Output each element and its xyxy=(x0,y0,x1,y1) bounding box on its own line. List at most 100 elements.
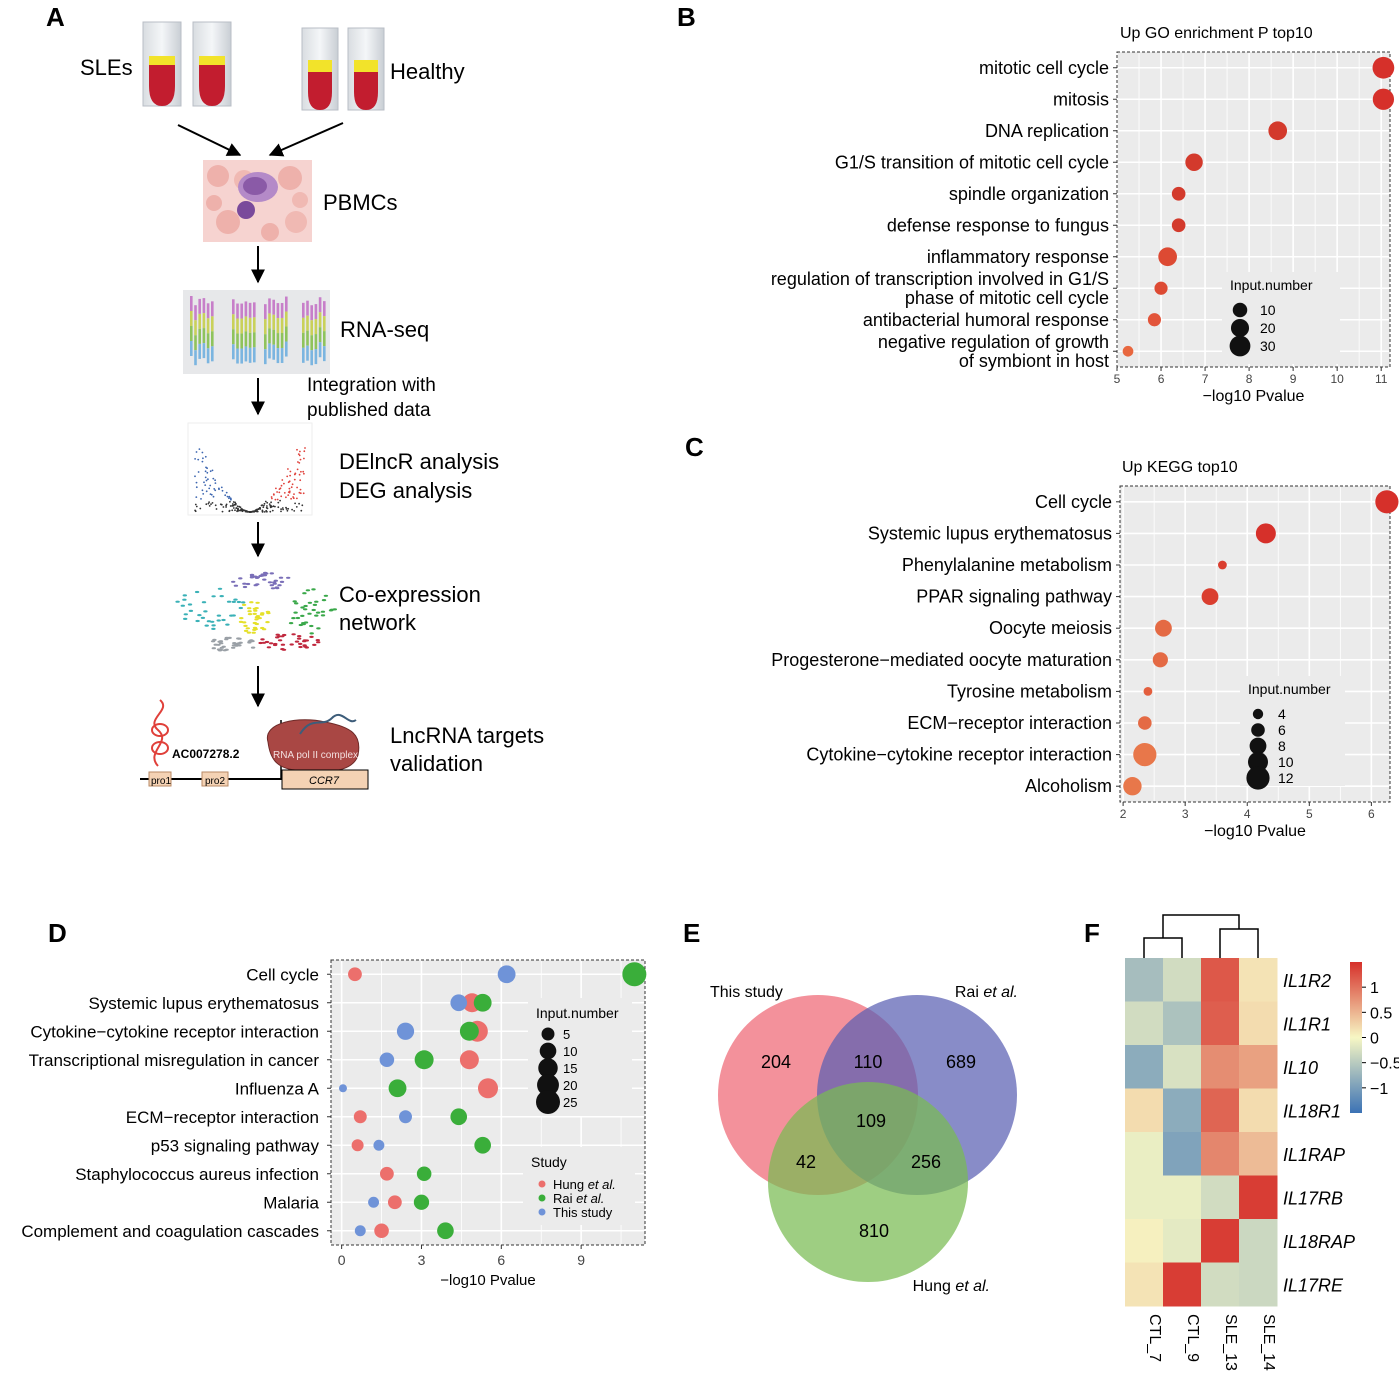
data-point xyxy=(1133,743,1157,767)
seq-read-bar xyxy=(248,347,252,363)
legend-title: Input.number xyxy=(536,1005,619,1021)
volcano-point xyxy=(195,496,198,498)
network-node xyxy=(264,640,270,644)
volcano-point xyxy=(296,486,298,489)
network-node xyxy=(320,610,326,613)
x-tick-label: 11 xyxy=(1375,372,1388,386)
volcano-point xyxy=(210,503,212,505)
network-node xyxy=(218,648,224,652)
seq-read-bar xyxy=(198,343,201,359)
heatmap-cell xyxy=(1163,1132,1202,1176)
seq-read-bar xyxy=(244,331,248,347)
volcano-plot-image xyxy=(187,422,313,516)
heatmap-row-label: IL1R1 xyxy=(1283,1014,1331,1034)
y-tick-label: Influenza A xyxy=(235,1079,320,1098)
seq-read-bar xyxy=(276,303,280,319)
heatmap-cell xyxy=(1201,1088,1240,1133)
seq-read-bar xyxy=(302,302,305,318)
volcano-point xyxy=(279,487,282,490)
heatmap-row-label: IL17RE xyxy=(1283,1275,1344,1295)
seq-read-bar xyxy=(253,347,256,363)
seq-read-bar xyxy=(314,349,318,365)
heatmap-cell xyxy=(1239,1132,1278,1176)
data-point xyxy=(450,994,468,1012)
heatmap-row-label: IL1RAP xyxy=(1283,1145,1345,1165)
legend-color-label-part: This study xyxy=(553,1205,613,1220)
volcano-point xyxy=(296,497,298,500)
network-node xyxy=(187,603,193,606)
legend-size-key xyxy=(536,1090,560,1114)
network-node xyxy=(277,635,282,638)
plot-border xyxy=(1119,485,1391,803)
volcano-point xyxy=(266,505,268,507)
volcano-point xyxy=(264,500,267,503)
volcano-point xyxy=(271,497,273,500)
heatmap-cell xyxy=(1163,1001,1202,1046)
venn-region-count: 42 xyxy=(796,1152,816,1172)
seq-read-bar xyxy=(232,344,235,360)
seq-read-bar xyxy=(206,333,210,349)
seq-read-bar xyxy=(323,331,326,347)
legend-color-label: This study xyxy=(553,1205,613,1220)
network-node xyxy=(300,606,305,609)
volcano-point xyxy=(290,486,293,489)
network-node xyxy=(307,601,313,604)
volcano-point xyxy=(245,510,247,513)
heatmap-cell xyxy=(1125,1001,1164,1046)
blood-tube-icon xyxy=(142,21,182,107)
seq-read-bar xyxy=(244,316,248,332)
network-node xyxy=(254,618,259,621)
network-node xyxy=(309,632,314,635)
legend-size-key xyxy=(1232,302,1248,318)
seq-read-bar xyxy=(240,348,243,364)
x-tick-label: 2 xyxy=(1120,807,1127,821)
volcano-point xyxy=(299,488,302,491)
network-node xyxy=(225,623,230,626)
network-node xyxy=(270,587,276,590)
x-axis-label: −log10 Pvalue xyxy=(1203,388,1305,405)
y-tick-label: Cell cycle xyxy=(246,965,319,984)
data-point xyxy=(1123,777,1142,796)
network-node xyxy=(253,609,258,612)
legend-size-key xyxy=(1248,752,1268,772)
legend-size-label: 20 xyxy=(563,1078,577,1093)
heatmap-row-label: IL10 xyxy=(1283,1058,1318,1078)
promoter1-label: pro1 xyxy=(151,776,171,787)
volcano-point xyxy=(195,451,198,453)
venn-set-circle xyxy=(768,1082,968,1282)
venn-set-label-part: Rai xyxy=(955,984,983,1001)
chart-f: IL1R2IL1R1IL10IL18R1IL1RAPIL17RBIL18RAPI… xyxy=(1125,914,1399,1371)
seq-read-bar xyxy=(253,302,256,318)
data-point xyxy=(1154,281,1168,295)
network-node xyxy=(278,576,284,579)
heatmap-cell xyxy=(1239,1088,1278,1133)
data-point xyxy=(473,993,492,1012)
seq-read-bar xyxy=(268,313,271,329)
network-node xyxy=(231,600,236,604)
volcano-point xyxy=(228,497,230,500)
volcano-point xyxy=(294,502,296,505)
volcano-point xyxy=(298,502,300,505)
legend-color-label: Rai et al. xyxy=(553,1191,604,1206)
volcano-point xyxy=(202,457,204,460)
chart-b-title: Up GO enrichment P top10 xyxy=(1120,25,1313,42)
volcano-point xyxy=(257,508,259,510)
volcano-point xyxy=(280,508,282,511)
network-node xyxy=(203,610,208,613)
seq-read-bar xyxy=(198,313,201,329)
y-tick-label: Oocyte meiosis xyxy=(989,618,1112,638)
panel-f: F IL1R2IL1R1IL10IL18R1IL1RAPIL17RBIL18RA… xyxy=(1084,914,1399,1371)
volcano-point xyxy=(281,507,284,509)
volcano-point xyxy=(222,506,225,508)
volcano-point xyxy=(197,458,200,461)
volcano-point xyxy=(234,501,237,504)
network-node xyxy=(255,583,260,586)
network-node xyxy=(239,617,244,620)
network-node xyxy=(309,635,314,639)
network-node xyxy=(217,587,223,590)
volcano-point xyxy=(296,448,298,451)
seq-read-bar xyxy=(314,304,318,320)
heatmap-cell xyxy=(1239,1262,1278,1307)
volcano-point xyxy=(195,486,198,489)
